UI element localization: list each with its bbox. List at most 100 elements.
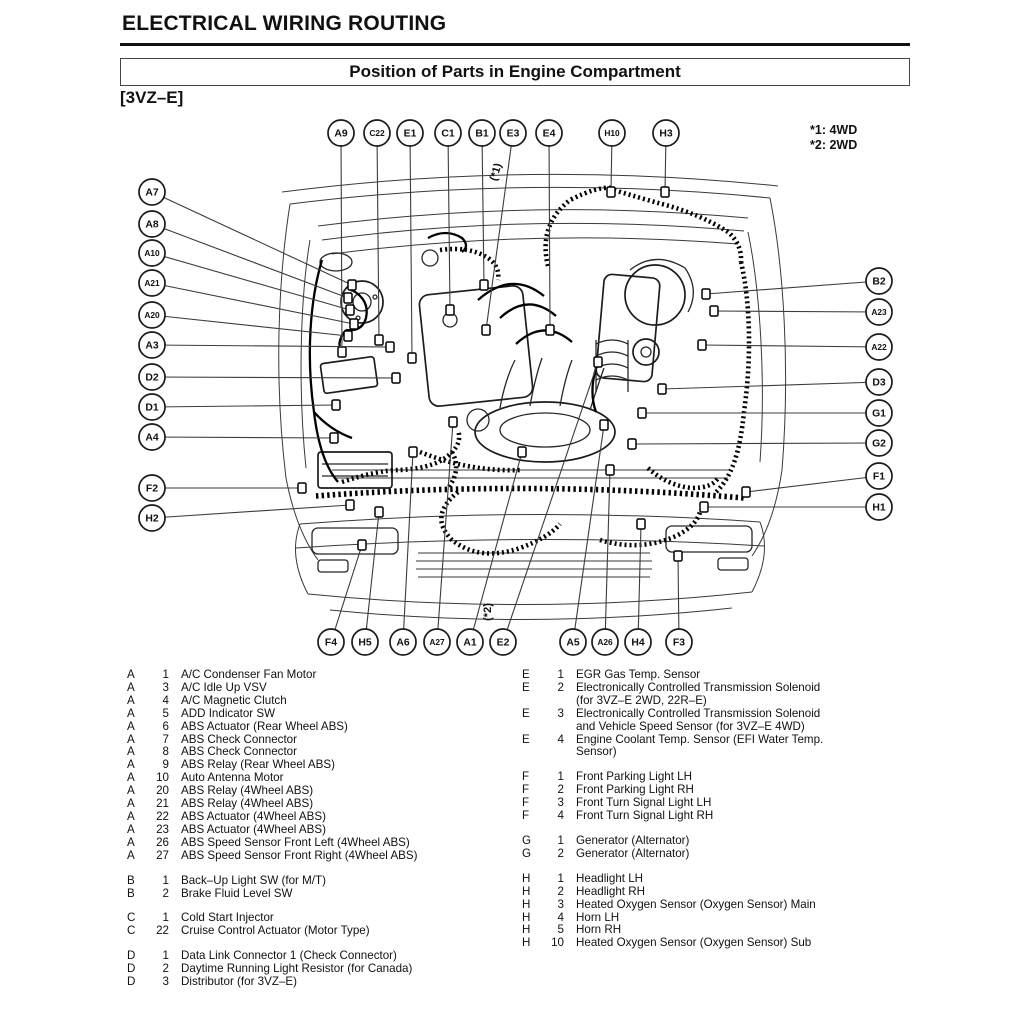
connector-A27 xyxy=(448,416,458,428)
leader-lines xyxy=(151,132,880,643)
leader-line-A7 xyxy=(151,191,353,286)
connector-D2 xyxy=(391,372,401,384)
callout-label-A23: A23 xyxy=(871,307,887,317)
legend-letter: E xyxy=(522,706,530,720)
legend-part-name: A/C Idle Up VSV xyxy=(181,680,267,694)
legend-letter: A xyxy=(127,771,135,785)
legend-number: 1 xyxy=(162,911,169,925)
connector-A7 xyxy=(347,279,357,291)
legend-number: 10 xyxy=(551,936,564,950)
washer-reservoir-cap xyxy=(319,252,353,272)
leader-line-F4 xyxy=(330,544,363,643)
legend-part-name: Data Link Connector 1 (Check Connector) xyxy=(181,949,397,963)
callout-label-E3: E3 xyxy=(507,129,520,140)
callout-A4 xyxy=(138,423,166,451)
legend-number: 4 xyxy=(162,693,169,707)
callout-D3 xyxy=(865,368,893,396)
callout-label-H2: H2 xyxy=(145,514,159,525)
connector-A26 xyxy=(605,464,615,476)
leader-line-D1 xyxy=(151,404,337,408)
legend-part-name: Generator (Alternator) xyxy=(576,833,690,847)
callout-label-H1: H1 xyxy=(872,503,886,514)
leader-line-A6 xyxy=(402,451,414,643)
callout-A27 xyxy=(423,628,451,656)
headlight-left xyxy=(311,527,399,555)
callout-H5 xyxy=(351,628,379,656)
legend-part-name: Generator (Alternator) xyxy=(576,846,690,860)
legend-number: 4 xyxy=(557,732,564,746)
inline-labels: (*1)(*2) xyxy=(482,162,505,621)
callout-A7 xyxy=(138,178,166,206)
legend-letter: F xyxy=(522,796,530,810)
leader-line-A20 xyxy=(151,314,349,337)
legend-part-name: Front Parking Light RH xyxy=(576,783,694,797)
leader-line-H2 xyxy=(151,504,351,519)
connector-A23 xyxy=(709,305,719,317)
callout-label-A10: A10 xyxy=(144,248,160,258)
distributor xyxy=(632,338,660,366)
callout-A9 xyxy=(327,119,355,147)
connector-A5 xyxy=(599,419,609,431)
callout-label-E2: E2 xyxy=(497,638,510,649)
legend-number: 8 xyxy=(162,745,169,759)
callout-label-A9: A9 xyxy=(334,129,348,140)
callout-label-D2: D2 xyxy=(145,373,159,384)
legend-part-name: Horn RH xyxy=(576,923,622,937)
legend-number: 27 xyxy=(156,848,169,862)
legend-part-name: Distributor (for 3VZ–E) xyxy=(181,975,297,989)
legend-letter: A xyxy=(127,719,135,733)
legend-number: 2 xyxy=(557,783,564,797)
legend-letter: B xyxy=(127,886,135,900)
callout-label-F4: F4 xyxy=(325,638,337,649)
connector-G2 xyxy=(627,438,637,450)
legend-part-name: ABS Check Connector xyxy=(181,732,297,746)
connector-A3 xyxy=(385,341,395,353)
legend-number: 1 xyxy=(557,833,564,847)
legend-letter: A xyxy=(127,668,135,681)
callout-A20 xyxy=(138,301,166,329)
section-title: Position of Parts in Engine Compartment xyxy=(349,62,681,81)
leader-line-A4 xyxy=(151,436,335,439)
legend-part-name: ABS Check Connector xyxy=(181,745,297,759)
callout-label-D3: D3 xyxy=(872,378,886,389)
callout-label-G1: G1 xyxy=(872,409,886,420)
legend-part-name: Cruise Control Actuator (Motor Type) xyxy=(181,924,370,938)
legend-part-name: Horn LH xyxy=(576,910,620,924)
connector-C1 xyxy=(445,304,455,316)
connector-B2 xyxy=(701,288,711,300)
bumper-grille xyxy=(295,513,765,621)
legend-letter: G xyxy=(522,846,532,860)
callout-B1 xyxy=(468,119,496,147)
legend-letter: A xyxy=(127,758,135,772)
callout-label-A7: A7 xyxy=(145,188,159,199)
connector-A10 xyxy=(345,304,355,316)
car-body-outline xyxy=(278,173,787,561)
callout-A1 xyxy=(456,628,484,656)
legend-letter: A xyxy=(127,784,135,798)
legend-number: 3 xyxy=(557,897,564,911)
legend-part-name: Electronically Controlled Transmission S… xyxy=(576,680,821,707)
callout-label-A21: A21 xyxy=(144,278,160,288)
connector-H5 xyxy=(374,506,384,518)
legend-part-name: Front Turn Signal Light LH xyxy=(576,796,712,810)
legend-number: 1 xyxy=(162,949,169,963)
callout-F3 xyxy=(665,628,693,656)
callout-H1 xyxy=(865,493,893,521)
leader-line-E1 xyxy=(409,132,413,359)
